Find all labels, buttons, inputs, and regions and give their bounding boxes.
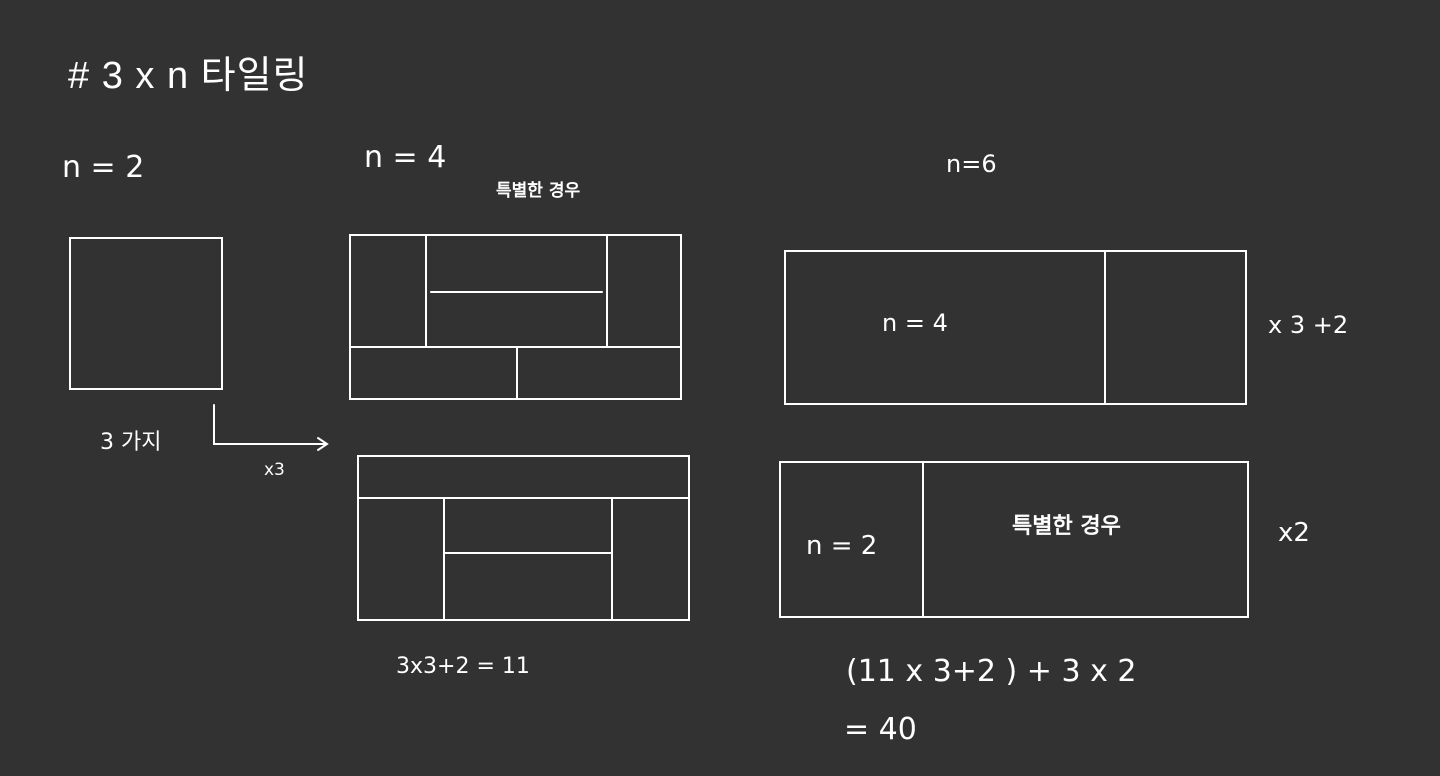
page-title: # 3 x n 타일링 (68, 55, 309, 97)
n6-special-case-label: 특별한 경우 (1012, 514, 1121, 539)
n2-label: n = 2 (62, 150, 145, 185)
n6-formula-line1: (11 x 3+2 ) + 3 x 2 (846, 654, 1137, 689)
arrow-head (317, 437, 329, 451)
n4-formula: 3x3+2 = 11 (396, 654, 530, 679)
arrow-multiplier-label: x3 (264, 460, 285, 480)
n4-special-case-label: 특별한 경우 (496, 181, 581, 201)
n6-inner-n2-label: n = 2 (806, 531, 878, 561)
n4-tiling-top (349, 234, 682, 400)
n4-label: n = 4 (364, 140, 447, 175)
arrow-line (213, 404, 327, 445)
n2-count-label: 3 가지 (100, 430, 162, 455)
n6-formula-line2: = 40 (844, 712, 917, 747)
n6-top-multiplier: x 3 +2 (1268, 311, 1349, 339)
n2-square-tile (69, 237, 223, 390)
n4-tiling-bottom (357, 455, 690, 621)
n6-bottom-multiplier: x2 (1278, 518, 1310, 548)
n6-tiling-top (784, 250, 1247, 405)
n6-tiling-bottom (779, 461, 1249, 618)
n6-inner-n4-label: n = 4 (882, 309, 948, 337)
n6-label: n=6 (946, 150, 997, 178)
